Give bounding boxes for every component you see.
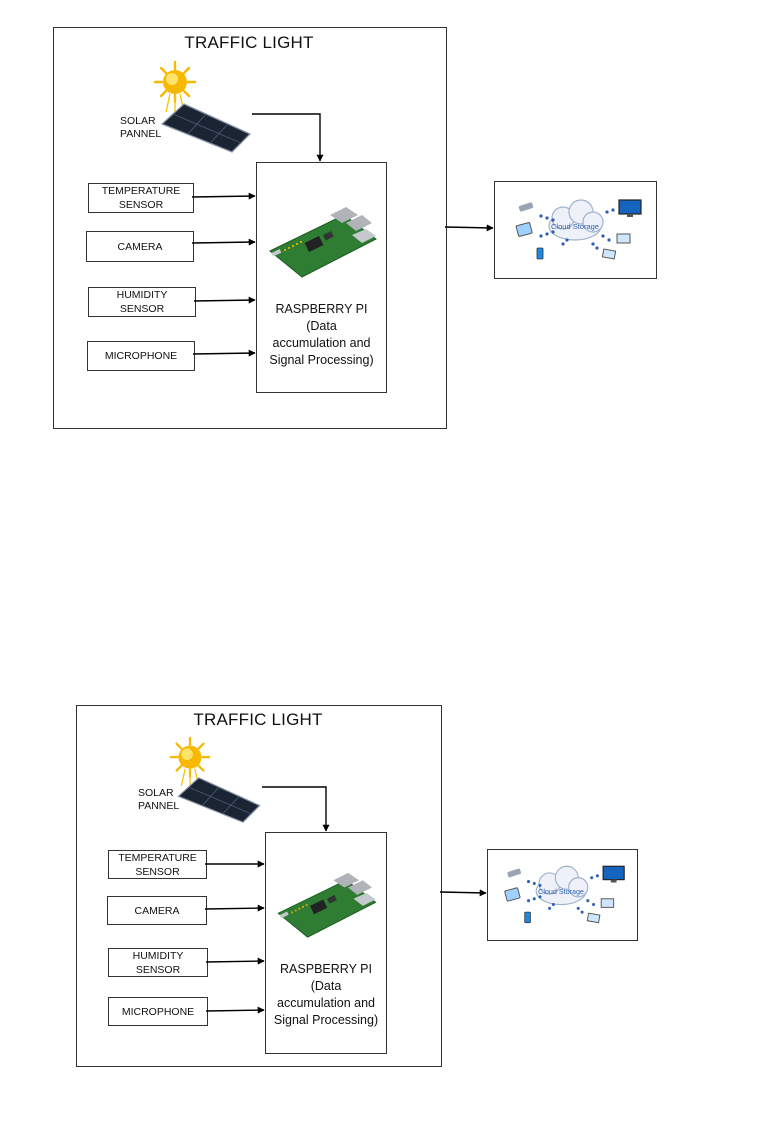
solar-panel-label: SOLAR PANNEL	[120, 115, 162, 140]
cloud-storage-box: Cloud Storage	[494, 181, 657, 279]
sun-icon	[153, 60, 197, 112]
raspberry-pi-board-icon	[277, 872, 377, 938]
cloud-storage-text: Cloud Storage	[538, 888, 584, 896]
humidity-sensor-box: HUMIDITY SENSOR	[108, 948, 208, 977]
microphone-box: MICROPHONE	[108, 997, 208, 1026]
camera-box: CAMERA	[107, 896, 207, 925]
cloud-storage-box: Cloud Storage	[487, 849, 638, 941]
diagram-bottom: TRAFFIC LIGHT SOLAR PANNEL TEMPERATURE S…	[0, 678, 768, 1138]
traffic-light-to-cloud-arrow	[444, 224, 494, 232]
camera-box: CAMERA	[86, 231, 194, 262]
raspberry-pi-label: RASPBERRY PI (Data accumulation and Sign…	[273, 962, 379, 1027]
raspberry-pi-box: RASPBERRY PI (Data accumulation and Sign…	[256, 162, 387, 393]
solar-panel-icon	[160, 103, 252, 153]
cloud-storage-icon: Cloud Storage	[515, 199, 642, 260]
temperature-sensor-box: TEMPERATURE SENSOR	[88, 183, 194, 213]
microphone-box: MICROPHONE	[87, 341, 195, 371]
solar-panel-icon	[177, 777, 261, 823]
raspberry-pi-box: RASPBERRY PI (Data accumulation and Sign…	[265, 832, 387, 1054]
diagram-title: TRAFFIC LIGHT	[184, 33, 314, 52]
solar-panel-label: SOLAR PANNEL	[138, 787, 180, 812]
raspberry-pi-board-icon	[269, 207, 377, 278]
raspberry-pi-label: RASPBERRY PI (Data accumulation and Sign…	[269, 302, 374, 367]
diagram-title: TRAFFIC LIGHT	[193, 710, 323, 729]
cloud-storage-text: Cloud Storage	[551, 222, 599, 231]
temperature-sensor-box: TEMPERATURE SENSOR	[108, 850, 207, 879]
traffic-light-to-cloud-arrow	[439, 889, 487, 897]
humidity-sensor-box: HUMIDITY SENSOR	[88, 287, 196, 317]
cloud-storage-icon: Cloud Storage	[504, 865, 625, 924]
diagram-top: TRAFFIC LIGHT SOLAR PANNEL TEMPERATURE S…	[0, 0, 768, 460]
sun-icon	[169, 736, 211, 786]
